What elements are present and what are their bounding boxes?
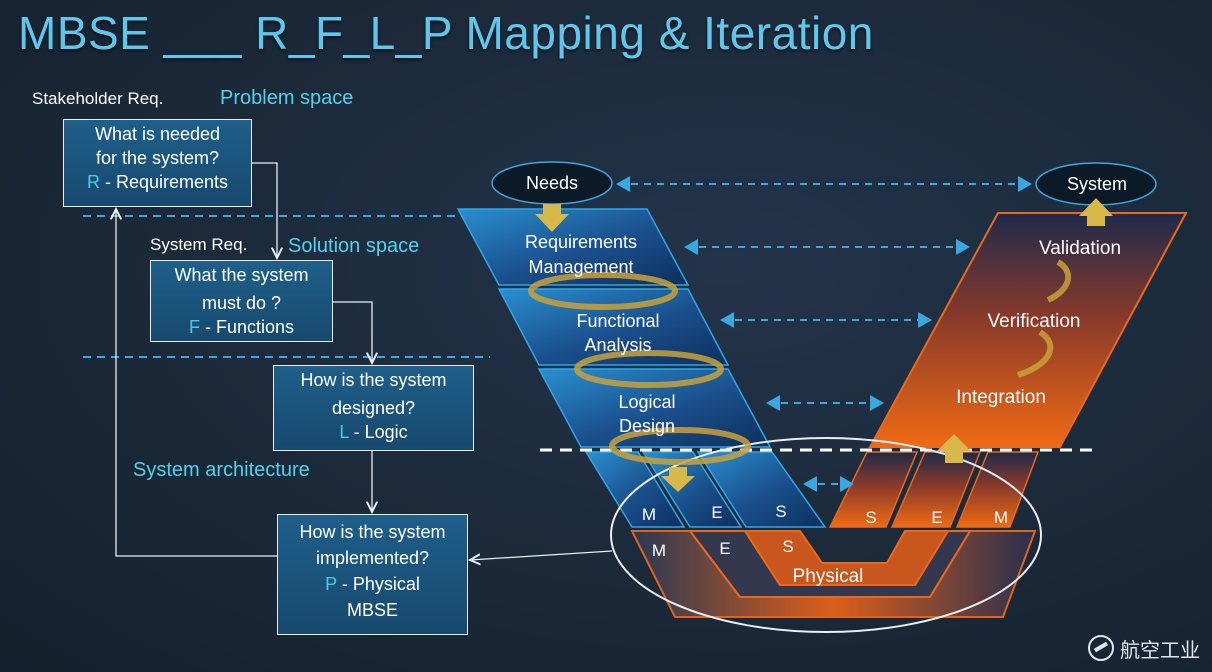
functions-box: What the system must do ? F - Functions	[150, 260, 333, 342]
left-e-label: E	[711, 503, 722, 522]
box-code-desc: - Requirements	[99, 172, 229, 192]
box-code: R	[86, 172, 100, 192]
physical-label: Physical	[793, 566, 864, 587]
box-line: How is the system	[299, 522, 446, 542]
connector-r-to-f	[252, 162, 277, 258]
system-label: System	[1067, 174, 1127, 194]
needs-down-arrow	[535, 204, 569, 232]
logical-design-stage	[537, 368, 772, 448]
box-line: How is the system	[300, 370, 447, 390]
box-line: What is needed	[94, 124, 221, 144]
box-line: What the system	[174, 265, 309, 285]
system-up-arrow	[1079, 198, 1113, 226]
box-line: for the system?	[95, 148, 220, 168]
right-m-column	[955, 451, 1040, 528]
connector-p-to-r	[116, 209, 277, 557]
problem-space-label: Problem space	[220, 87, 354, 109]
box-code: L	[339, 422, 349, 442]
connector-vee-to-p	[470, 550, 613, 560]
inner-m-label: M	[652, 541, 666, 560]
brand-logo-text: 航空工业	[1120, 640, 1200, 662]
inner-e-label: E	[719, 539, 730, 558]
box-line: implemented?	[315, 548, 430, 568]
physical-box: How is the system implemented? P - Physi…	[277, 514, 468, 635]
stage-logical-line1: Logical	[618, 392, 675, 412]
stage-requirements-line2: Management	[528, 257, 633, 277]
left-s-label: S	[775, 502, 786, 521]
stage-requirements-line1: Requirements	[525, 232, 637, 252]
brand-logo: 航空工业	[1088, 634, 1200, 663]
box-code-desc: - Functions	[199, 317, 295, 337]
stage-functional-line2: Analysis	[584, 335, 651, 355]
stage-logical-line2: Design	[619, 416, 675, 436]
box-code: P	[325, 574, 337, 594]
box-code-desc: - Physical	[336, 574, 420, 594]
iteration-loops-right	[1017, 259, 1072, 378]
box-line: MBSE	[346, 600, 398, 620]
box-line: designed?	[331, 398, 416, 418]
right-s-column	[828, 451, 919, 528]
stage-verification: Verification	[988, 311, 1081, 332]
right-s-label: S	[865, 508, 876, 527]
stage-functional-line1: Functional	[576, 311, 659, 331]
right-m-label: M	[994, 508, 1008, 527]
system-architecture-label: System architecture	[133, 459, 310, 481]
stage-integration: Integration	[956, 387, 1046, 408]
physical-highlight-ellipse	[610, 437, 1042, 633]
aviation-logo-icon	[1088, 635, 1114, 661]
left-m-label: M	[642, 505, 656, 524]
connector-f-to-l	[333, 301, 372, 363]
box-line: must do ?	[201, 293, 282, 313]
needs-label: Needs	[526, 173, 578, 193]
integration-up-arrow	[937, 434, 971, 463]
page-title: MBSE ___ R_F_L_P Mapping & Iteration	[18, 7, 874, 59]
requirements-box: What is needed for the system? R - Requi…	[63, 119, 252, 207]
iteration-loops-left	[528, 272, 751, 465]
left-e-column	[641, 451, 743, 528]
stakeholder-req-label: Stakeholder Req.	[32, 89, 164, 108]
right-integration-verification-validation-stage	[868, 212, 1188, 448]
design-down-arrow	[661, 467, 695, 492]
box-code: F	[188, 317, 200, 337]
requirements-management-stage	[456, 208, 690, 286]
functional-analysis-stage	[497, 288, 730, 366]
inner-s-label: S	[782, 537, 793, 556]
solution-space-label: Solution space	[288, 235, 420, 257]
system-req-label: System Req.	[150, 235, 248, 254]
stage-validation: Validation	[1039, 238, 1121, 259]
physical-inner-layer	[743, 530, 950, 586]
box-code-desc: - Logic	[348, 422, 408, 442]
logic-box: How is the system designed? L - Logic	[273, 365, 474, 451]
right-e-label: E	[931, 508, 942, 527]
traceability-links	[616, 176, 1032, 492]
